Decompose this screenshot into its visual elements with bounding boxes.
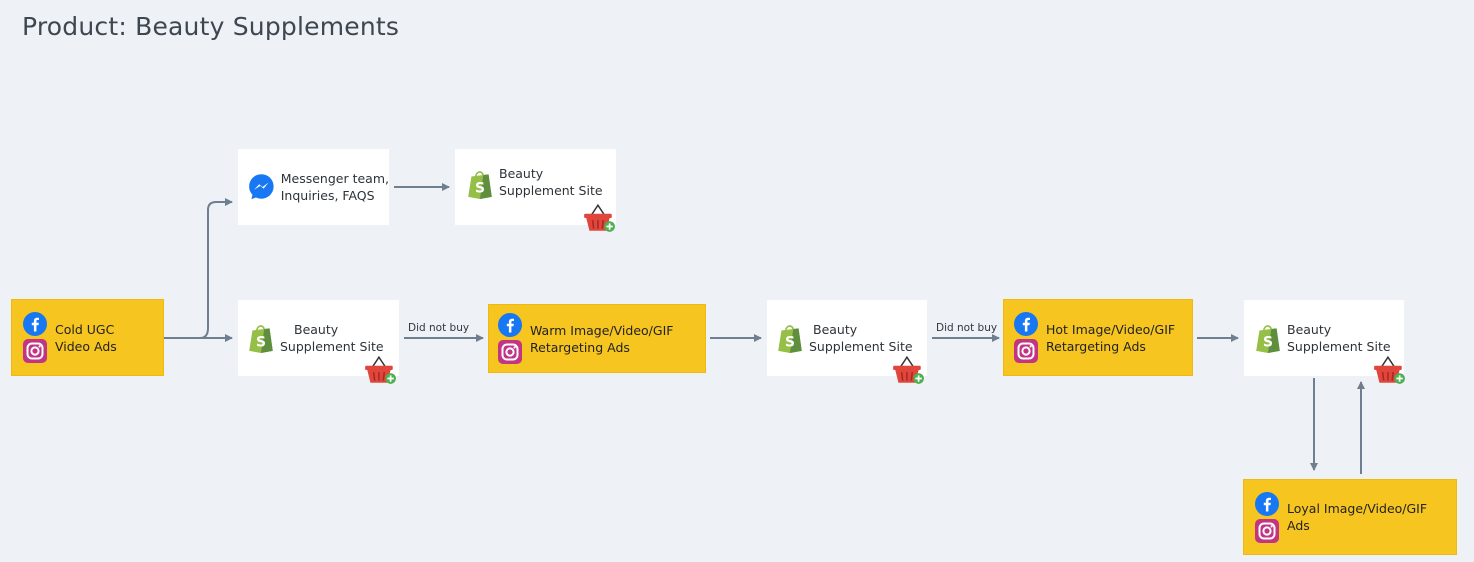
node-beauty-supplement-site-top[interactable]: Beauty Supplement Site — [455, 149, 616, 225]
edge-cold-to-messenger — [199, 198, 233, 339]
node-label-line: Beauty — [294, 322, 339, 337]
node-label-line: Warm Image/Video/GIF — [530, 322, 674, 338]
basket-add-icon — [891, 355, 925, 385]
node-label: Beauty Supplement Site — [809, 321, 913, 355]
node-label-line: Inquiries, FAQS — [280, 188, 375, 203]
node-label: Messenger team, Inquiries, FAQS — [281, 170, 389, 204]
node-warm-retargeting-ads[interactable]: Warm Image/Video/GIF Retargeting Ads — [489, 305, 705, 372]
node-label-line: Hot Image/Video/GIF — [1046, 321, 1176, 337]
node-label-line: Supplement Site — [280, 339, 384, 354]
basket-add-icon — [582, 203, 616, 233]
instagram-icon — [498, 340, 522, 364]
node-hot-retargeting-ads[interactable]: Hot Image/Video/GIF Retargeting Ads — [1004, 300, 1192, 375]
facebook-icon — [498, 313, 522, 337]
node-label-line: Loyal Image/Video/GIF — [1287, 501, 1428, 516]
node-label-line: Retargeting Ads — [1046, 338, 1146, 354]
node-label-line: Video Ads — [55, 338, 117, 354]
basket-add-icon — [1372, 355, 1406, 385]
node-label-line: Beauty — [813, 322, 858, 337]
node-label-line: Beauty — [499, 166, 544, 181]
diagram-title: Product: Beauty Supplements — [22, 12, 400, 41]
node-label-line: Messenger team, — [280, 171, 389, 186]
node-label: Loyal Image/Video/GIF Ads — [1287, 500, 1427, 534]
facebook-icon — [1014, 312, 1038, 336]
node-beauty-supplement-site-2[interactable]: Beauty Supplement Site — [767, 300, 927, 376]
shopify-icon — [467, 169, 493, 199]
shopify-icon — [248, 323, 274, 353]
messenger-icon — [248, 173, 275, 201]
facebook-icon — [23, 312, 47, 336]
node-label-line: Cold UGC — [55, 321, 115, 337]
node-label: Beauty Supplement Site — [499, 165, 603, 199]
node-label-line: Supplement Site — [1287, 339, 1391, 354]
facebook-icon — [1255, 492, 1279, 516]
node-label: Beauty Supplement Site — [1287, 321, 1391, 355]
node-cold-ugc-video-ads[interactable]: Cold UGC Video Ads — [12, 300, 163, 375]
node-beauty-supplement-site-3[interactable]: Beauty Supplement Site — [1244, 300, 1404, 376]
shopify-icon — [777, 323, 803, 353]
node-label: Hot Image/Video/GIF Retargeting Ads — [1046, 321, 1175, 355]
node-label: Warm Image/Video/GIF Retargeting Ads — [530, 322, 673, 356]
node-label-line: Retargeting Ads — [530, 339, 630, 355]
node-label-line: Ads — [1287, 518, 1310, 533]
node-label-line: Beauty — [1287, 322, 1332, 337]
edge-label-did-not-buy: Did not buy — [408, 322, 470, 334]
node-label: Beauty Supplement Site — [280, 321, 384, 355]
shopify-icon — [1255, 323, 1281, 353]
node-label-line: Supplement Site — [499, 183, 603, 198]
basket-add-icon — [363, 355, 397, 385]
node-messenger-team[interactable]: Messenger team, Inquiries, FAQS — [238, 149, 389, 225]
node-label: Cold UGC Video Ads — [55, 321, 117, 355]
node-loyal-ads[interactable]: Loyal Image/Video/GIF Ads — [1244, 480, 1456, 554]
instagram-icon — [23, 339, 47, 363]
instagram-icon — [1255, 519, 1279, 543]
node-beauty-supplement-site-1[interactable]: Beauty Supplement Site — [238, 300, 399, 376]
instagram-icon — [1014, 339, 1038, 363]
edge-label-did-not-buy: Did not buy — [936, 322, 998, 334]
node-label-line: Supplement Site — [809, 339, 913, 354]
